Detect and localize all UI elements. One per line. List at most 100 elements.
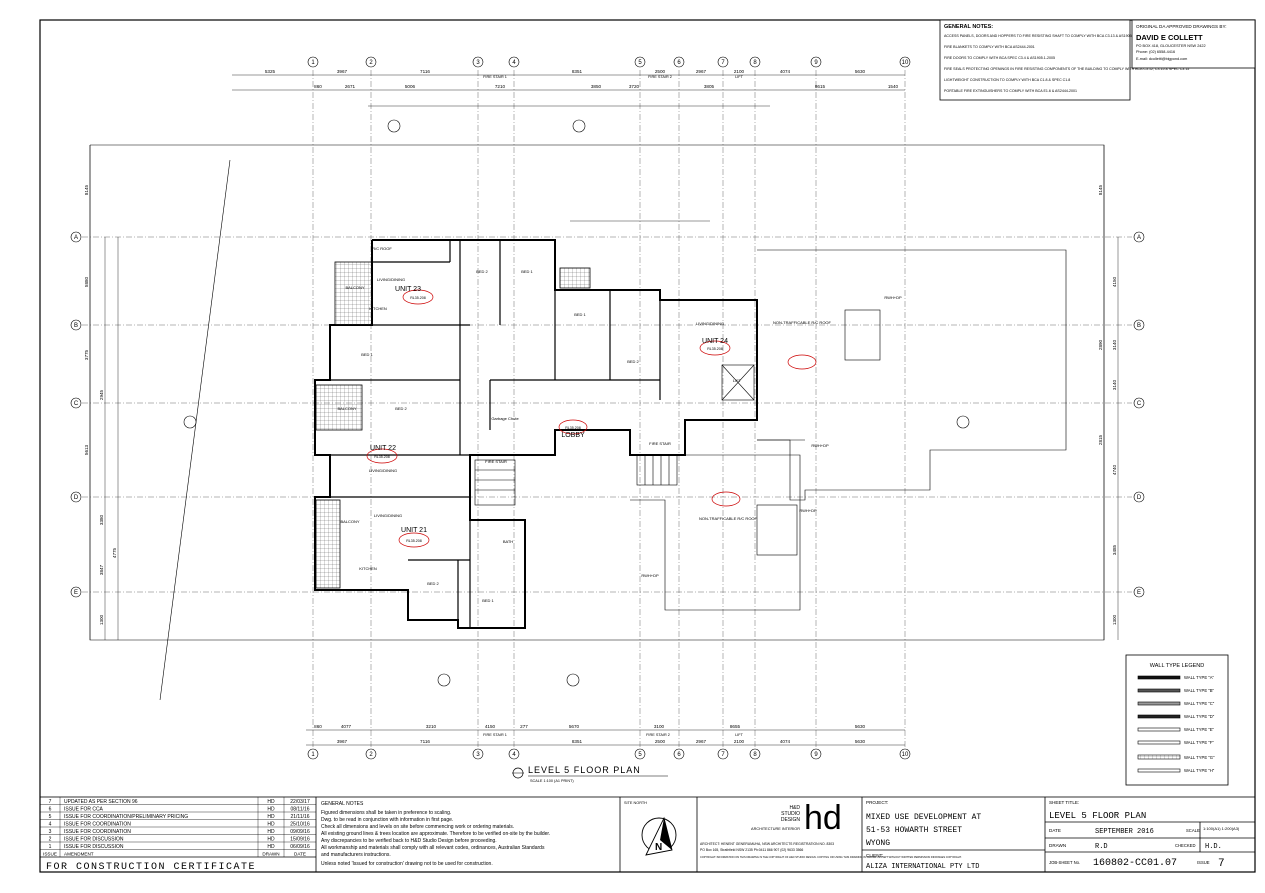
grid-row-label: D — [1137, 495, 1142, 501]
dim-left: 8145 — [84, 184, 89, 195]
legend-item: WALL TYPE "C" — [1184, 701, 1215, 706]
legend-title: WALL TYPE LEGEND — [1150, 663, 1205, 669]
dim-right: 2890 — [1098, 339, 1103, 350]
job-value: 160802-CC01.07 — [1093, 858, 1177, 869]
dim-bottom: 3967 — [337, 739, 348, 744]
grid-row-labels: A B C D E A B C D E — [74, 235, 1142, 596]
dim-bottom: 3210 — [426, 724, 437, 729]
dim-right: 4150 — [1112, 276, 1117, 287]
room-label: BED 2 — [627, 359, 639, 364]
general-notes-top-line: LIGHTWEIGHT CONSTRUCTION TO COMPLY WITH … — [944, 78, 1070, 82]
client-name: ALIZA INTERNATIONAL PTY LTD — [866, 863, 979, 871]
grid-label: 1 — [311, 752, 315, 758]
site-boundary — [89, 144, 1105, 701]
room-label: BED 1 — [361, 352, 373, 357]
dim-left: 3380 — [99, 514, 104, 525]
unit-name: UNIT 24 — [702, 338, 728, 345]
dim-left: 4775 — [112, 547, 117, 558]
room-label: NON-TRAFFICABLE R/C ROOF — [773, 320, 832, 325]
dim-top: 4074 — [780, 69, 791, 74]
plan-title: LEVEL 5 FLOOR PLAN — [528, 765, 641, 775]
grid-label: 10 — [902, 60, 909, 66]
rev-by: HD — [267, 799, 275, 805]
dim-left: 1300 — [99, 614, 104, 625]
general-notes-top-line: FIRE SEALS PROTECTING OPENINGS IN FIRE R… — [944, 67, 1189, 71]
rev-no: 6 — [49, 807, 52, 813]
client-label: CLIENT: — [866, 853, 883, 858]
general-notes-top-line: FIRE DOORS TO COMPLY WITH BCA SPEC C3.4 … — [944, 56, 1055, 60]
status-text: FOR CONSTRUCTION CERTIFICATE — [46, 862, 256, 873]
dim-bottom: 2100 — [734, 739, 745, 744]
north-arrow-letter: N — [655, 842, 662, 853]
grid-label: 9 — [814, 752, 818, 758]
legend-item: WALL TYPE "H" — [1184, 768, 1215, 773]
room-label: BED 1 — [482, 598, 494, 603]
firm-contact: PO Box 165, Strathfield NSW 2135 Ph:0411… — [700, 848, 803, 852]
sheet-title: LEVEL 5 FLOOR PLAN — [1049, 811, 1146, 821]
room-label: BED 2 — [476, 269, 488, 274]
grid-row-label: A — [1137, 235, 1141, 241]
approval-address: PO BOX 418, GLOUCESTER NSW 2422 — [1136, 44, 1206, 48]
dim-top: 5325 — [265, 69, 276, 74]
rev-desc: ISSUE FOR DISCUSSION — [64, 837, 124, 843]
grid-label: 3 — [476, 752, 480, 758]
rev-desc: UPDATED AS PER SECTION 96 — [64, 799, 138, 805]
unit-labels: LIVING/DINING UNIT 23 RL35.208 LIVING/DI… — [369, 277, 728, 543]
dim-right: 8145 — [1098, 184, 1103, 195]
general-notes-top-heading: GENERAL NOTES: — [944, 24, 993, 30]
room-label: RWH+DP — [799, 508, 817, 513]
grid-label: 7 — [721, 60, 725, 66]
rev-desc: ISSUE FOR COORDINATION/PRELIMINARY PRICI… — [64, 814, 188, 820]
north-arrow: SITE NORTH N — [624, 801, 677, 856]
dim-bottom: 4074 — [780, 739, 791, 744]
top-label: FIRE STAIR 2 — [648, 75, 672, 79]
plan-scale: SCALE 1:100 (A1 PRINT) — [530, 779, 574, 783]
job-label: JOB-SHEET No. — [1049, 860, 1080, 865]
rev-desc: ISSUE FOR CCА — [64, 807, 104, 813]
rev-header-date: DATE — [294, 852, 306, 857]
site-north-label: SITE NORTH — [624, 801, 647, 805]
grid-row-bubbles — [70, 231, 1145, 598]
grid-label: 8 — [753, 60, 757, 66]
dim-bottom: 5630 — [855, 739, 866, 744]
room-label: NON-TRAFFICABLE R/C ROOF — [699, 516, 758, 521]
sheet-border — [39, 19, 1256, 873]
legend-item: WALL TYPE "G" — [1184, 755, 1215, 760]
dim-top: 8351 — [572, 69, 583, 74]
date-value: SEPTEMBER 2016 — [1095, 828, 1154, 836]
dim-bottom: 277 — [520, 724, 528, 729]
dim-top: 2500 — [655, 69, 666, 74]
grid-label: 4 — [512, 60, 516, 66]
scale-label: SCALE — [1186, 828, 1200, 833]
room-label: RWH+DP — [641, 573, 659, 578]
unit-living-label: LIVING/DINING — [369, 468, 397, 473]
room-label: R/C ROOF — [372, 246, 392, 251]
scale-value: 1:100(A1) 1:200(A3) — [1203, 826, 1240, 831]
rev-date: 09/09/16 — [290, 829, 310, 835]
room-label: RWH+DP — [884, 295, 902, 300]
grid-label: 5 — [638, 752, 642, 758]
rev-header-amendment: AMENDMENT — [64, 852, 94, 857]
unit-name: UNIT 23 — [395, 286, 421, 293]
issue-label: ISSUE — [1197, 860, 1210, 865]
legend-item: WALL TYPE "A" — [1184, 675, 1215, 680]
grid-label: 8 — [753, 752, 757, 758]
room-label: FIRE STAIR — [485, 459, 507, 464]
dim-left: 5880 — [84, 276, 89, 287]
general-notes-bottom-heading: GENERAL NOTES — [321, 801, 364, 807]
bottom-label: FIRE STAIR 1 — [483, 733, 507, 737]
project-line-1: MIXED USE DEVELOPMENT AT — [866, 813, 981, 822]
firm-info: ARCHITECT: HENENT GENERUMUHA, NSW ARCHIT… — [700, 842, 834, 846]
unit-living-label: LIVING/DINING — [377, 277, 405, 282]
rev-date: 06/09/16 — [290, 844, 310, 850]
dim-top: 8615 — [815, 84, 826, 89]
unit-living-label: LIVING/DINING — [696, 321, 724, 326]
room-label: Garbage Chute — [491, 416, 519, 421]
project-label: PROJECT: — [866, 800, 888, 805]
dim-top: 7210 — [495, 84, 506, 89]
approval-heading: ORIGINAL DA APPROVED DRAWINGS BY: — [1136, 24, 1227, 29]
firm-logo: hd — [804, 799, 842, 837]
dim-bottom: 7116 — [420, 739, 430, 744]
rl-clouds — [366, 289, 817, 548]
